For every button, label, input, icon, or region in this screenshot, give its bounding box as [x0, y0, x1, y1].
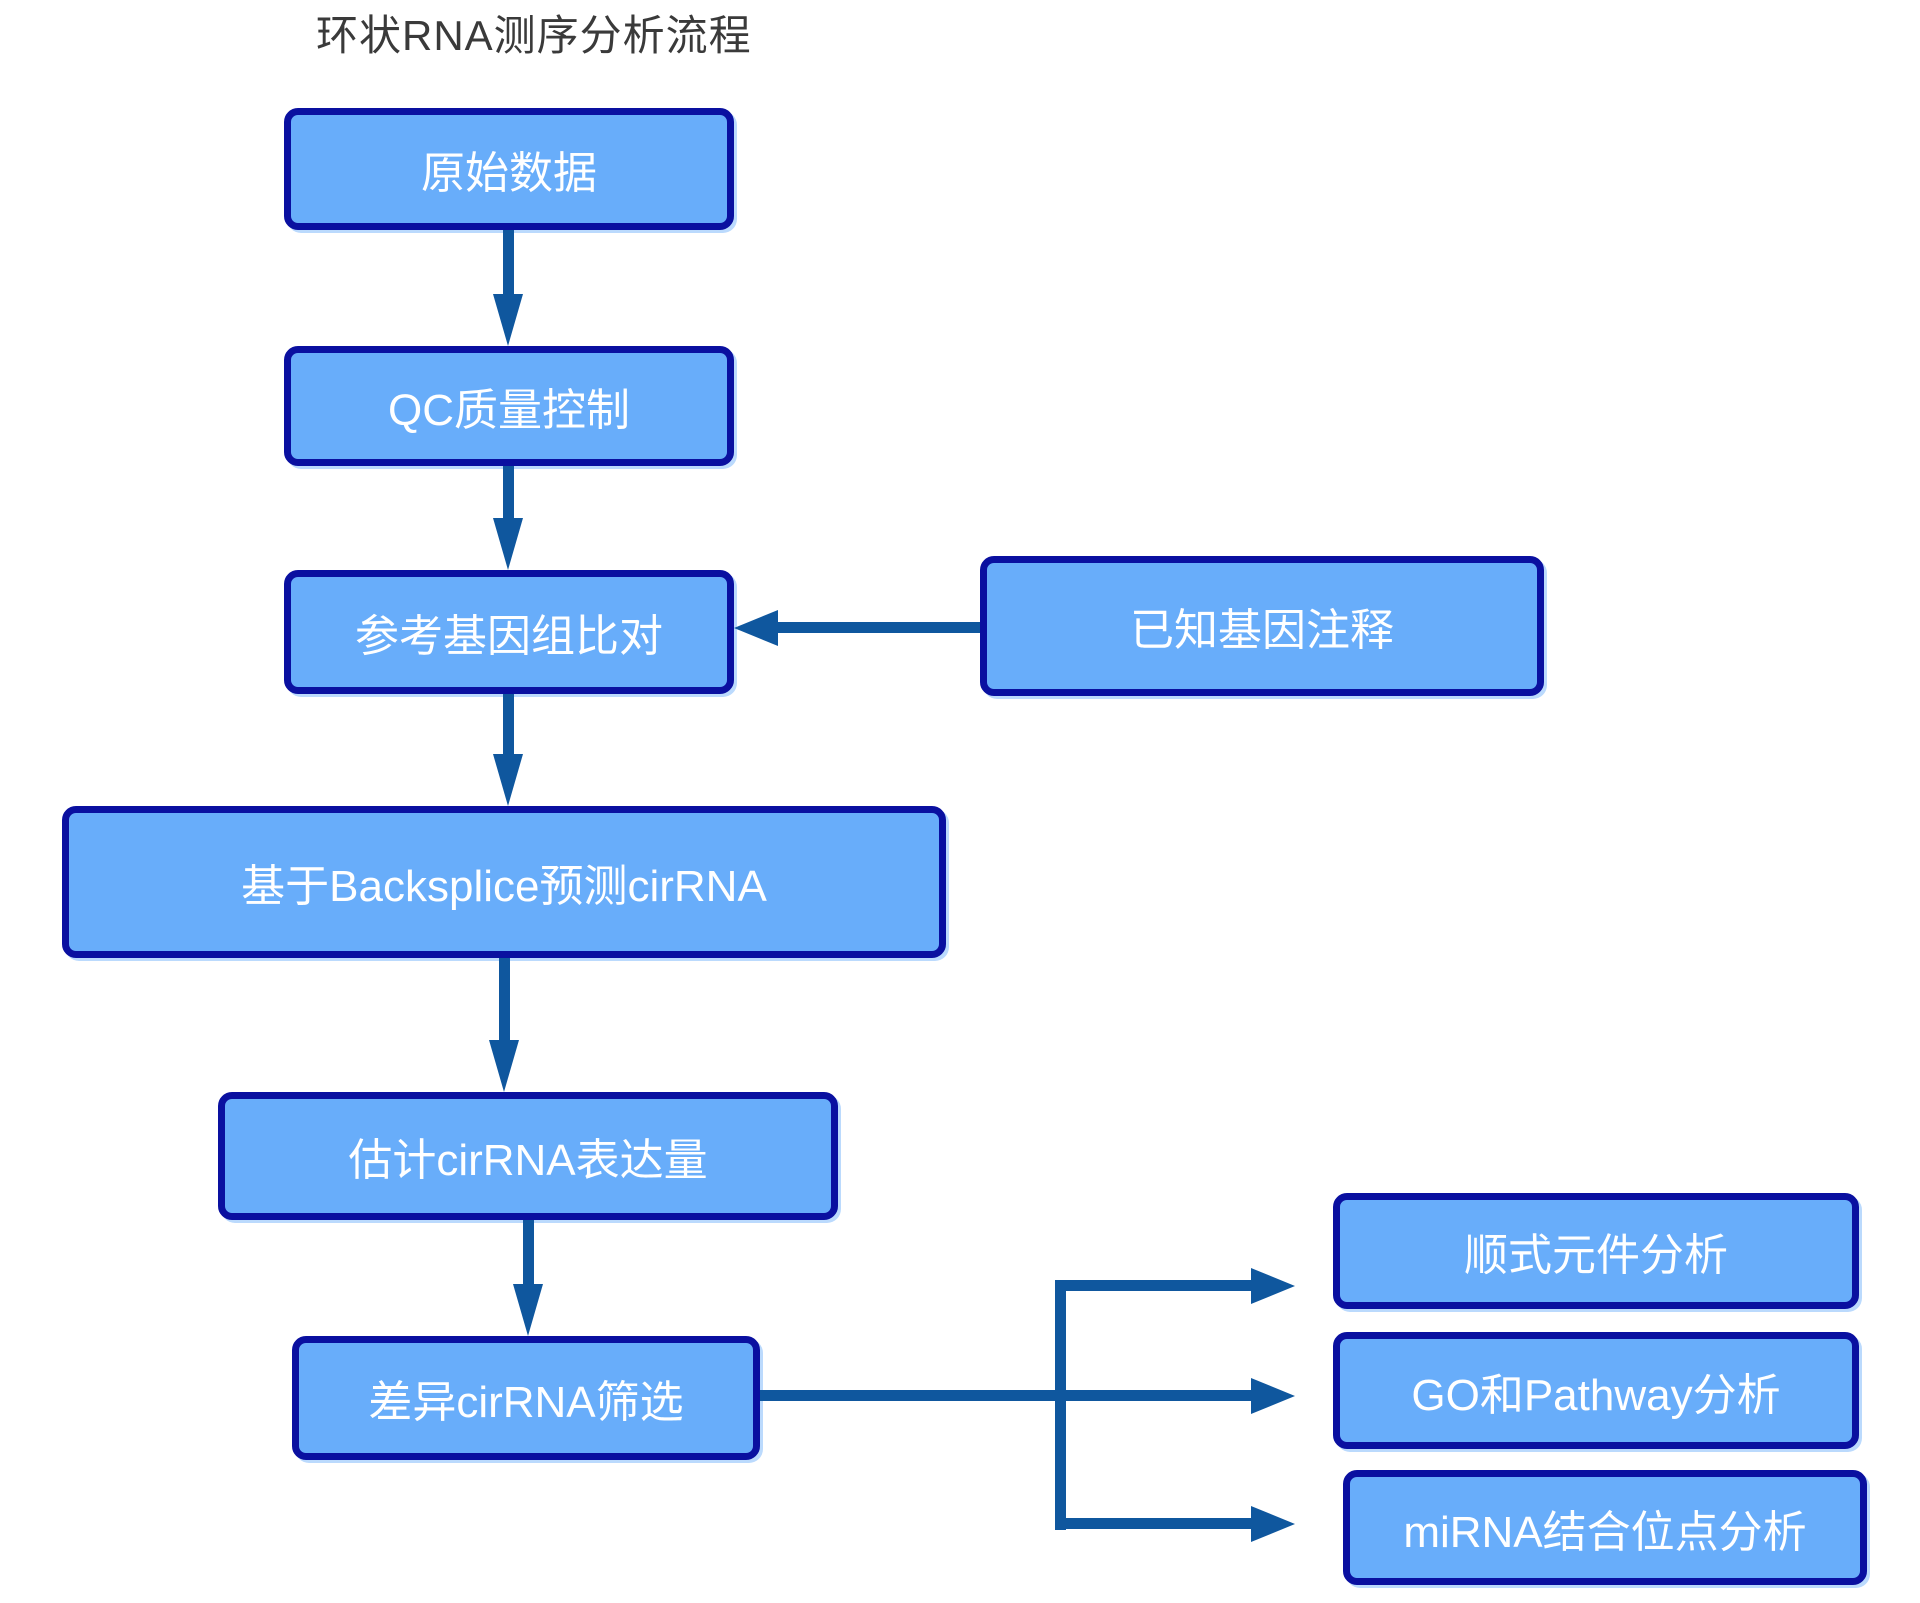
- arrow-diff-to-cis-head-icon: [1251, 1268, 1295, 1304]
- arrow-backsplice-to-expression-shaft: [499, 958, 510, 1042]
- arrow-backsplice-to-expression-head-icon: [489, 1040, 519, 1092]
- branch-diff-main-shaft: [760, 1390, 1251, 1401]
- arrow-diff-to-go-pathway-head-icon: [1251, 1378, 1295, 1414]
- arrow-diff-to-mirna-head-icon: [1251, 1506, 1295, 1542]
- node-cis-element-analysis: 顺式元件分析: [1333, 1193, 1859, 1309]
- node-qc-quality-control: QC质量控制: [284, 346, 734, 466]
- arrow-qc-to-align-shaft: [503, 466, 514, 522]
- node-differential-cirrna-screening: 差异cirRNA筛选: [292, 1336, 760, 1460]
- diagram-title: 环状RNA测序分析流程: [316, 12, 752, 59]
- arrow-align-to-backsplice-head-icon: [493, 754, 523, 806]
- node-known-gene-annotation: 已知基因注释: [980, 556, 1544, 696]
- arrow-qc-to-align-head-icon: [493, 518, 523, 570]
- node-go-pathway-analysis: GO和Pathway分析: [1333, 1332, 1859, 1449]
- node-mirna-binding-site-analysis: miRNA结合位点分析: [1343, 1470, 1867, 1585]
- arrow-annotation-to-align-head-icon: [734, 610, 778, 646]
- arrow-annotation-to-align-shaft: [778, 622, 980, 633]
- arrow-expression-to-diff-shaft: [523, 1220, 534, 1286]
- arrow-raw-to-qc-shaft: [503, 230, 514, 296]
- node-backsplice-prediction: 基于Backsplice预测cirRNA: [62, 806, 946, 958]
- arrow-expression-to-diff-head-icon: [513, 1284, 543, 1336]
- arrow-raw-to-qc-head-icon: [493, 294, 523, 346]
- branch-diff-to-mirna-shaft: [1060, 1518, 1251, 1529]
- node-reference-genome-alignment: 参考基因组比对: [284, 570, 734, 694]
- node-cirrna-expression-estimation: 估计cirRNA表达量: [218, 1092, 838, 1220]
- branch-diff-vertical-shaft: [1055, 1280, 1066, 1530]
- branch-diff-to-cis-shaft: [1060, 1280, 1251, 1291]
- node-raw-data: 原始数据: [284, 108, 734, 230]
- arrow-align-to-backsplice-shaft: [503, 694, 514, 756]
